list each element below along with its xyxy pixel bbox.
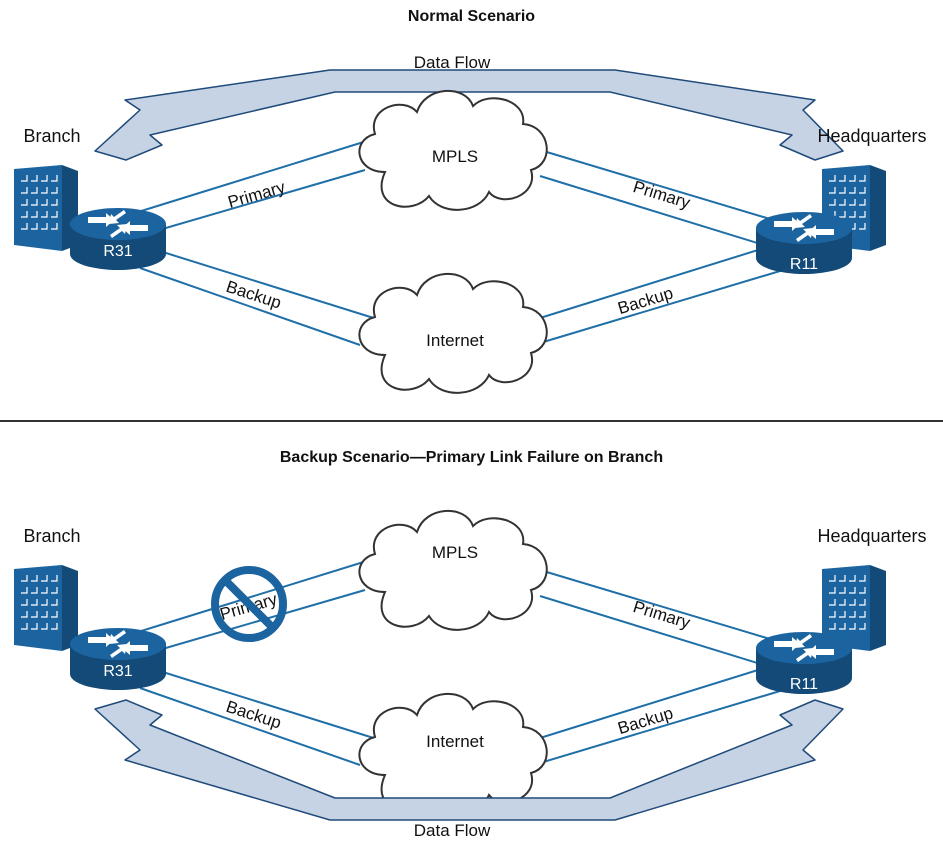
branch-building-icon (13, 164, 79, 252)
internet-cloud-icon (358, 692, 548, 814)
hq-label: Headquarters (817, 526, 926, 546)
branch-router-icon (70, 208, 166, 270)
data-flow-label: Data Flow (414, 821, 491, 840)
backup-scenario-title: Backup Scenario—Primary Link Failure on … (279, 449, 664, 466)
hq-backup-link (539, 239, 791, 319)
branch-label: Branch (23, 126, 80, 146)
mpls-label: MPLS (432, 147, 478, 166)
internet-label: Internet (426, 732, 484, 751)
internet-label: Internet (426, 331, 484, 350)
data-flow-label: Data Flow (414, 53, 491, 72)
hq-router-label: R11 (790, 256, 818, 273)
branch-router-label: R31 (103, 243, 132, 260)
hq-backup-link (539, 659, 791, 739)
branch-backup-link (149, 667, 381, 741)
normal-scenario: Data Flow MPLS Internet Primary Backup P… (13, 53, 927, 394)
hq-label: Headquarters (817, 126, 926, 146)
normal-scenario-title: Normal Scenario (407, 8, 536, 25)
branch-router-label: R31 (103, 663, 132, 680)
hq-router-label: R11 (790, 676, 818, 693)
backup-scenario: MPLS Internet Data Flow Primary Backup P… (13, 509, 927, 840)
mpls-cloud-icon (358, 509, 548, 631)
no-entry-icon (211, 566, 287, 642)
data-flow-arrow (94, 699, 844, 821)
mpls-label: MPLS (432, 543, 478, 562)
branch-label: Branch (23, 526, 80, 546)
branch-primary-link (137, 139, 371, 213)
hq-backup-label: Backup (616, 703, 676, 738)
data-flow-arrow (94, 69, 844, 161)
branch-building-icon (13, 564, 79, 652)
hq-primary-link (539, 569, 801, 649)
branch-backup-link (149, 247, 381, 321)
hq-backup-label: Backup (616, 283, 676, 318)
branch-router-icon (70, 628, 166, 690)
branch-primary-link (137, 559, 371, 633)
hq-primary-link (539, 149, 801, 229)
